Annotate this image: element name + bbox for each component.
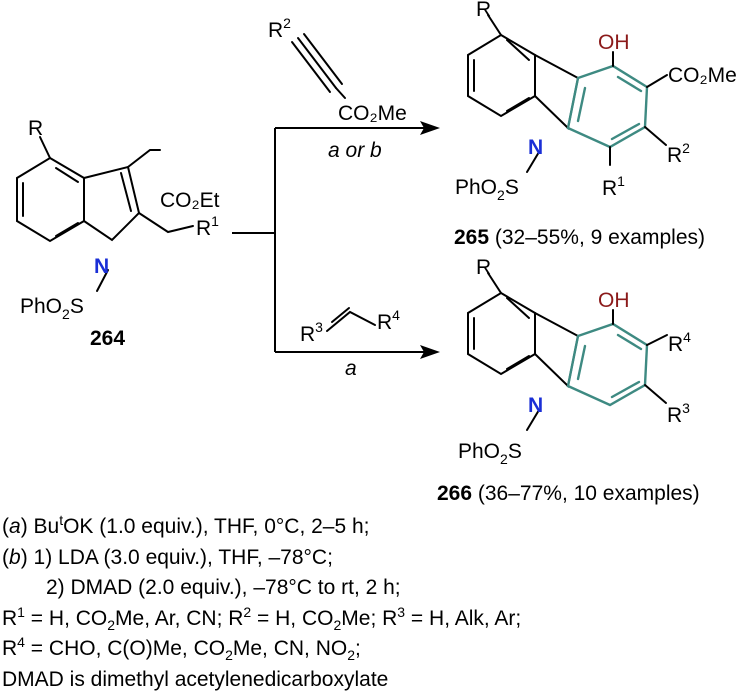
reactant-pyrrole-ring	[83, 165, 141, 242]
reactant-264-structure	[16, 136, 194, 292]
product265-r2-label: R2	[667, 140, 690, 167]
bottom-arrow-conditions: a	[345, 357, 357, 380]
product-265-structure	[467, 14, 668, 173]
product266-new-ring-double-bonds	[576, 333, 643, 399]
product266-r-bond	[487, 272, 502, 294]
product266-hydroxy: OH	[598, 289, 630, 312]
reactant-pyrrole-double-bond	[120, 172, 132, 212]
alkene-double-bond	[331, 307, 350, 323]
alkyne-ester-bond	[335, 87, 346, 99]
product265-ns-bond	[526, 151, 540, 173]
alkyne-triple-bond	[297, 37, 337, 89]
alkene-bonds	[326, 310, 376, 332]
condition-b: (b) 1) LDA (3.0 equiv.), THF, –78°C;	[2, 545, 333, 569]
reactant-r1-label: R1	[196, 213, 219, 240]
product266-r4-label: R4	[668, 329, 691, 356]
product265-ester-bond	[646, 74, 668, 88]
branch-line	[232, 128, 276, 352]
alkyne-ester-label: CO₂Me	[338, 102, 407, 125]
product265-pyrrole-ring	[534, 54, 580, 130]
reactant-nitrogen: N	[94, 255, 109, 278]
reactant-substituent-r: R	[28, 117, 43, 140]
product-266-structure	[467, 272, 668, 431]
alkene-r4-label: R4	[377, 307, 400, 334]
product265-r1-label: R1	[602, 173, 625, 200]
reactant-ns-bond	[96, 269, 109, 292]
product265-benzene-ring	[467, 33, 536, 118]
reactant-compound-number: 264	[90, 327, 125, 350]
product266-nitrogen: N	[528, 394, 543, 417]
product265-hydroxy: OH	[598, 31, 630, 54]
condition-a: (a) ButOK (1.0 equiv.), THF, 0°C, 2–5 h;	[2, 512, 370, 538]
reactant-r-bond	[39, 136, 51, 159]
product265-caption: 265 (32–55%, 9 examples)	[454, 226, 705, 249]
alkyne-r2-label: R2	[268, 15, 291, 42]
product265-r-bond	[487, 14, 502, 36]
product266-pyrrole-ring	[534, 312, 580, 388]
reaction-scheme: R CO₂Et R1 N PhO2S 264 R2 CO₂Me a or b R…	[16, 0, 737, 505]
top-arrow-conditions: a or b	[328, 139, 382, 162]
product266-r3-label: R3	[667, 400, 690, 427]
product265-substituent-r: R	[476, 0, 491, 21]
product265-sulfonyl-label: PhO2S	[455, 176, 519, 203]
dmad-definition: DMAD is dimethyl acetylenedicarboxylate	[2, 667, 389, 691]
reactant-benzene-double-bonds	[22, 167, 79, 237]
product265-ester-label: CO₂Me	[668, 64, 737, 87]
arrow-top-head	[420, 121, 440, 135]
alkyne-triple-bond-outer	[291, 33, 343, 93]
reactant-ch2-bond	[138, 212, 194, 234]
product266-sulfonyl-label: PhO2S	[458, 440, 522, 467]
product265-benzene-double-bonds	[473, 39, 530, 112]
product266-r3-bond	[644, 384, 667, 404]
reaction-conditions: (a) ButOK (1.0 equiv.), THF, 0°C, 2–5 h;…	[2, 512, 750, 695]
product266-caption: 266 (36–77%, 10 examples)	[437, 482, 700, 505]
product266-benzene-ring	[467, 291, 536, 376]
reactant-ester-label: CO₂Et	[160, 189, 220, 212]
product266-substituent-r: R	[476, 256, 491, 279]
reactant-benzene-ring	[16, 156, 85, 243]
substituent-definitions-1: R1 = H, CO2Me, Ar, CN; R2 = H, CO2Me; R3…	[2, 603, 522, 633]
substituent-definitions-2: R4 = CHO, C(O)Me, CO2Me, CN, NO2;	[2, 634, 361, 664]
alkene-r3-label: R3	[300, 319, 323, 346]
product266-benzene-double-bonds	[473, 297, 530, 370]
product265-new-ring-double-bonds	[576, 75, 643, 141]
product265-r2-bond	[644, 126, 667, 146]
product266-r4-bond	[646, 334, 668, 346]
product266-ns-bond	[526, 409, 540, 431]
condition-b-step2: 2) DMAD (2.0 equiv.), –78°C to rt, 2 h;	[46, 576, 401, 599]
product265-nitrogen: N	[528, 136, 543, 159]
arrow-bottom-head	[420, 345, 440, 359]
reactant-sulfonyl-label: PhO2S	[20, 295, 84, 322]
reactant-ester-bond	[127, 149, 161, 168]
